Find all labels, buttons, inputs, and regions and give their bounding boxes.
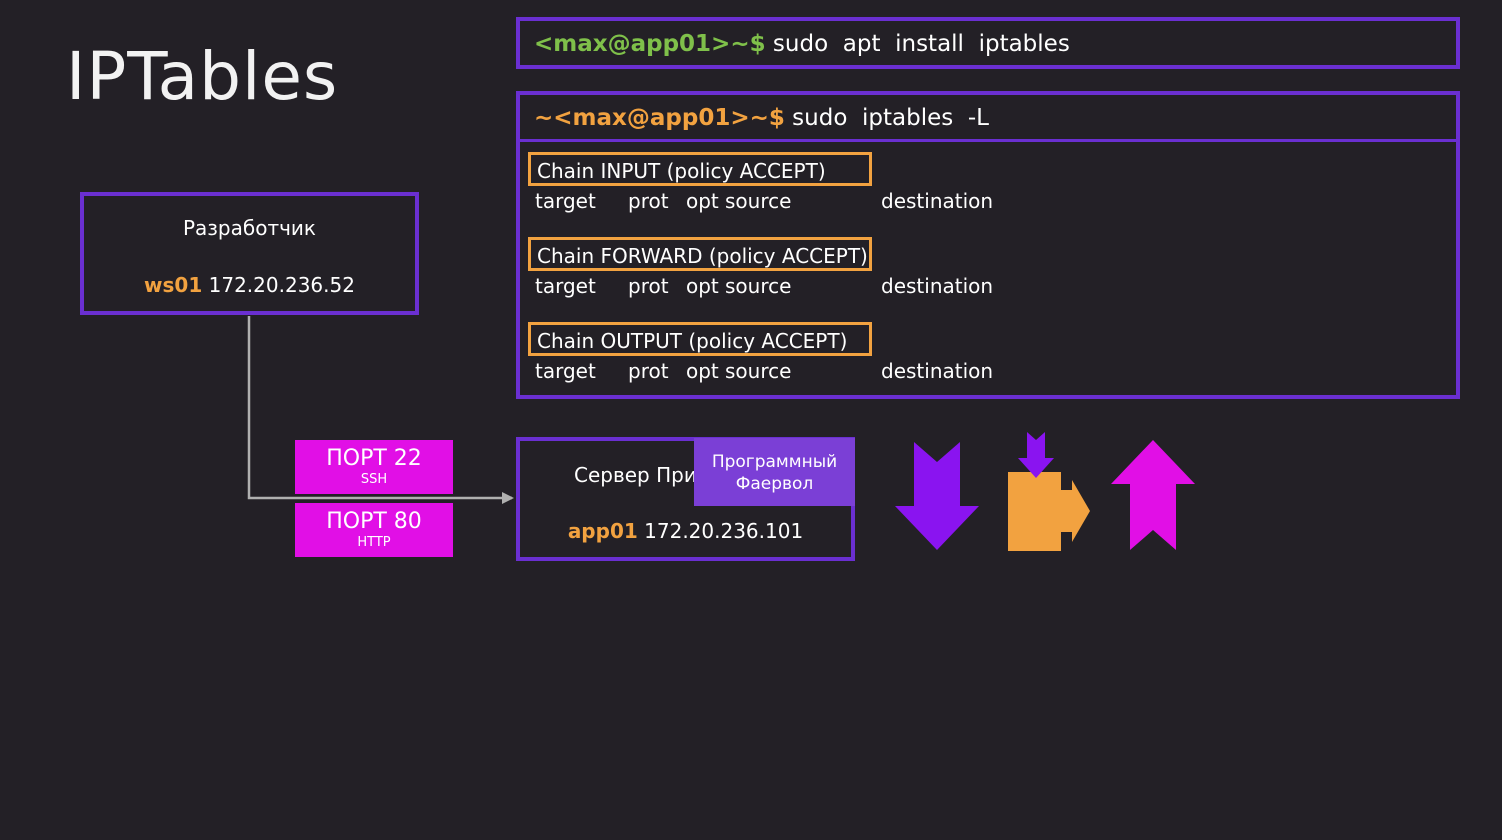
terminal-install: <max@app01>~$ sudo apt install iptables <box>516 17 1460 69</box>
chain-input-columns: target prot opt source destination <box>535 189 1055 215</box>
firewall-label-line1: Программный <box>711 452 838 472</box>
developer-label: Разработчик <box>182 216 317 240</box>
port-label: ПОРТ 80 <box>326 509 422 534</box>
col-source: source <box>725 274 792 298</box>
col-prot: prot <box>628 189 669 213</box>
command-text: sudo iptables -L <box>784 105 989 131</box>
terminal-divider <box>520 139 1456 142</box>
chain-forward-header: Chain FORWARD (policy ACCEPT) <box>528 237 872 271</box>
chain-output-header: Chain OUTPUT (policy ACCEPT) <box>528 322 872 356</box>
port-label: ПОРТ 22 <box>326 446 422 471</box>
col-prot: prot <box>628 359 669 383</box>
output-arrow-icon <box>1111 440 1195 550</box>
developer-ip: 172.20.236.52 <box>208 273 355 297</box>
command-text: sudo apt install iptables <box>765 31 1070 57</box>
chain-input-header: Chain INPUT (policy ACCEPT) <box>528 152 872 186</box>
chain-forward-columns: target prot opt source destination <box>535 274 1055 300</box>
port-80-badge: ПОРТ 80 HTTP <box>295 503 453 557</box>
col-source: source <box>725 189 792 213</box>
shell-prompt: ~<max@app01>~$ <box>534 105 785 131</box>
firewall-label-line2: Фаервол <box>735 474 814 494</box>
terminal-list: ~<max@app01>~$ sudo iptables -L Chain IN… <box>516 91 1460 399</box>
col-source: source <box>725 359 792 383</box>
firewall-badge: Программный Фаервол <box>694 438 855 506</box>
col-destination: destination <box>881 359 994 383</box>
col-target: target <box>535 189 596 213</box>
col-opt: opt <box>686 359 719 383</box>
forward-arrow-icon <box>1008 432 1090 551</box>
col-prot: prot <box>628 274 669 298</box>
command-line-install: <max@app01>~$ sudo apt install iptables <box>534 31 1070 57</box>
col-destination: destination <box>881 274 994 298</box>
developer-node: Разработчик ws01 172.20.236.52 <box>80 192 419 315</box>
col-opt: opt <box>686 189 719 213</box>
col-target: target <box>535 359 596 383</box>
port-protocol: HTTP <box>357 535 391 550</box>
page-title: IPTables <box>66 38 339 115</box>
port-22-badge: ПОРТ 22 SSH <box>295 440 453 494</box>
server-ip: 172.20.236.101 <box>644 519 804 543</box>
input-arrow-icon <box>895 442 979 550</box>
server-hostname: app01 <box>567 519 638 543</box>
server-node: Сервер При app01 172.20.236.101 <box>516 437 855 561</box>
col-destination: destination <box>881 189 994 213</box>
col-opt: opt <box>686 274 719 298</box>
chain-output-columns: target prot opt source destination <box>535 359 1055 385</box>
developer-hostname: ws01 <box>144 273 203 297</box>
port-protocol: SSH <box>360 472 388 487</box>
server-host: app01 172.20.236.101 <box>520 519 851 543</box>
connection-line <box>247 316 514 504</box>
developer-host: ws01 172.20.236.52 <box>84 273 415 297</box>
col-target: target <box>535 274 596 298</box>
command-line-list: ~<max@app01>~$ sudo iptables -L <box>534 105 989 131</box>
shell-prompt: <max@app01>~$ <box>534 31 766 57</box>
server-label: Сервер При <box>574 463 697 487</box>
